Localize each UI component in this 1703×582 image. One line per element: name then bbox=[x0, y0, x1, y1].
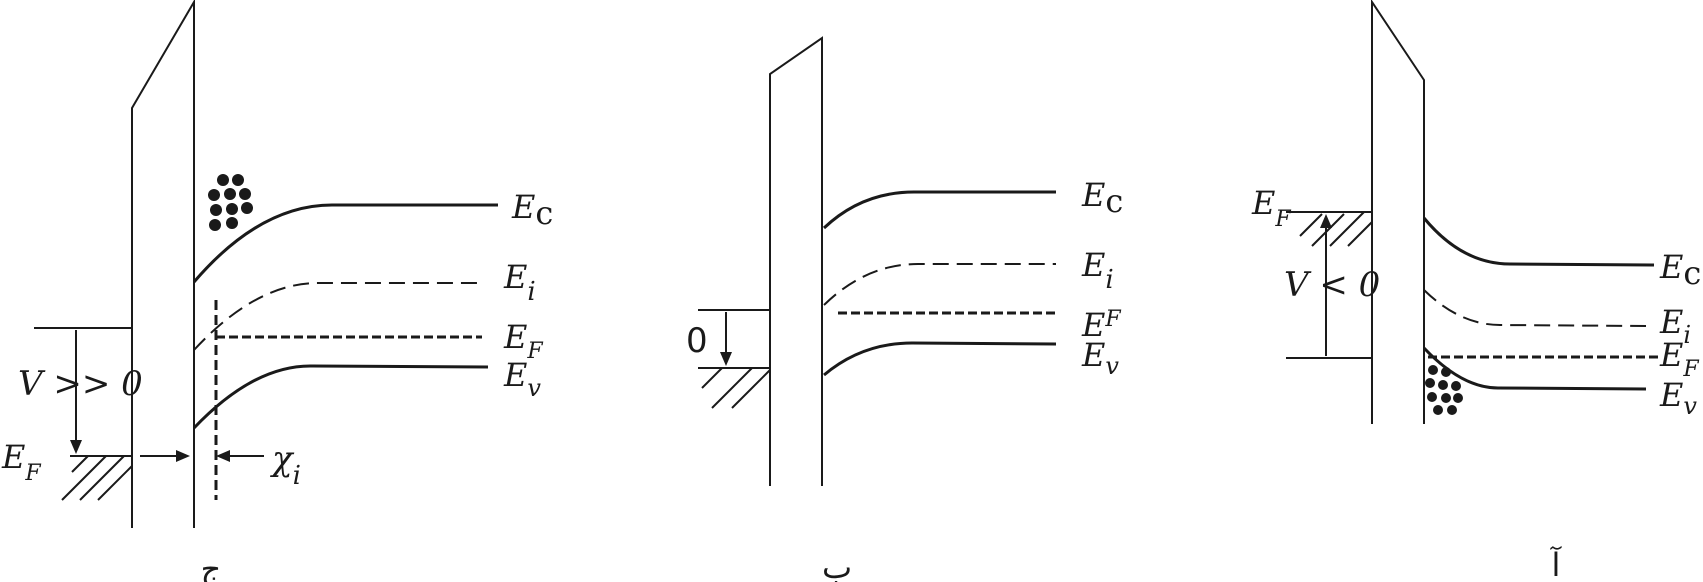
metal-fermi-label: EF bbox=[1251, 184, 1291, 232]
band-ei bbox=[1423, 289, 1647, 327]
bias-arrow-head bbox=[70, 440, 82, 454]
label-ei: Ei bbox=[503, 258, 536, 307]
bias-label: 0 bbox=[686, 321, 708, 361]
band-ev bbox=[823, 341, 1057, 377]
label-ec: Ec bbox=[511, 188, 553, 232]
band-ev bbox=[192, 364, 489, 430]
label-ef: EF bbox=[1081, 306, 1121, 344]
panel-j: V >> 0 EF χi Ec bbox=[1, 0, 553, 582]
panel-b: 0 Ec Ei EF Ev ب bbox=[686, 36, 1123, 582]
panel-caption: ج bbox=[201, 550, 222, 582]
band-ec bbox=[192, 203, 498, 283]
band-ei bbox=[823, 263, 1056, 306]
panel-a: V < 0 EF Ec Ei EF Ev آ bbox=[1251, 0, 1701, 582]
label-ei: Ei bbox=[1659, 303, 1691, 349]
bias-arrow-head bbox=[720, 352, 732, 366]
band-ei bbox=[193, 282, 478, 351]
depth-label: χi bbox=[270, 439, 301, 491]
oxide-arrow-left-head bbox=[176, 450, 190, 462]
label-ev: Ev bbox=[1081, 336, 1119, 380]
hole-cluster bbox=[1425, 365, 1463, 415]
metal-hatch bbox=[701, 367, 771, 409]
label-ef: EF bbox=[1659, 336, 1699, 382]
label-ei: Ei bbox=[1081, 246, 1114, 295]
panel-caption: آ bbox=[1550, 545, 1563, 582]
metal-fermi-label: EF bbox=[1, 438, 41, 486]
metal-hatch bbox=[61, 455, 133, 501]
oxide-layer bbox=[769, 36, 823, 486]
label-ef: EF bbox=[503, 318, 543, 364]
bias-label: V >> 0 bbox=[18, 364, 143, 404]
label-ec: Ec bbox=[1081, 176, 1123, 220]
band-ec bbox=[1422, 217, 1655, 267]
electron-cluster bbox=[208, 174, 253, 231]
label-ev: Ev bbox=[1659, 376, 1697, 420]
band-ev bbox=[1422, 346, 1647, 391]
bias-label: V < 0 bbox=[1284, 265, 1380, 305]
depth-arrow-head bbox=[216, 450, 230, 462]
oxide-layer bbox=[1371, 0, 1425, 424]
label-ev: Ev bbox=[503, 356, 541, 402]
bias-arrow-head bbox=[1320, 214, 1332, 228]
band-ec bbox=[822, 190, 1056, 230]
oxide-layer bbox=[131, 0, 195, 528]
panel-caption: ب bbox=[822, 548, 852, 582]
label-ec: Ec bbox=[1659, 248, 1701, 292]
metal-hatch bbox=[1299, 211, 1373, 247]
